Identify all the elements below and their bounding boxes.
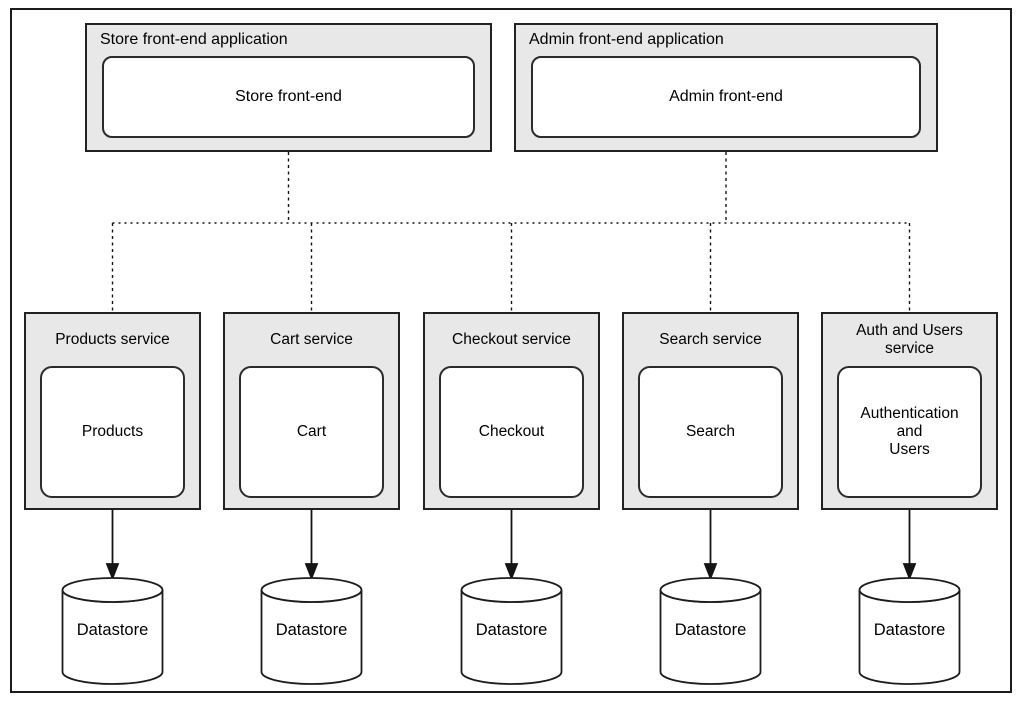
store-frontend-component: Store front-end [102, 56, 475, 138]
service-box-products: Products service Products [24, 312, 201, 510]
admin-frontend-app-title: Admin front-end application [529, 31, 724, 48]
datastore-label-checkout: Datastore [475, 621, 548, 639]
admin-frontend-component: Admin front-end [531, 56, 921, 138]
service-title-products: Products service [55, 331, 170, 348]
service-box-checkout: Checkout service Checkout [423, 312, 600, 510]
service-component-checkout: Checkout [439, 366, 584, 498]
store-frontend-app-box: Store front-end application Store front-… [85, 23, 492, 152]
service-title-auth-users: Auth and Users service [856, 322, 963, 357]
service-component-auth-users: Authentication and Users [837, 366, 982, 498]
datastore-label-search: Datastore [674, 621, 747, 639]
service-box-search: Search service Search [622, 312, 799, 510]
service-title-checkout: Checkout service [452, 331, 571, 348]
store-frontend-app-title: Store front-end application [100, 31, 288, 48]
service-title-cart: Cart service [270, 331, 353, 348]
service-title-search: Search service [659, 331, 762, 348]
service-component-products: Products [40, 366, 185, 498]
service-component-search: Search [638, 366, 783, 498]
datastore-label-products: Datastore [76, 621, 149, 639]
service-box-cart: Cart service Cart [223, 312, 400, 510]
service-box-auth-users: Auth and Users service Authentication an… [821, 312, 998, 510]
admin-frontend-app-box: Admin front-end application Admin front-… [514, 23, 938, 152]
datastore-label-auth-users: Datastore [873, 621, 946, 639]
service-component-cart: Cart [239, 366, 384, 498]
datastore-label-cart: Datastore [275, 621, 348, 639]
